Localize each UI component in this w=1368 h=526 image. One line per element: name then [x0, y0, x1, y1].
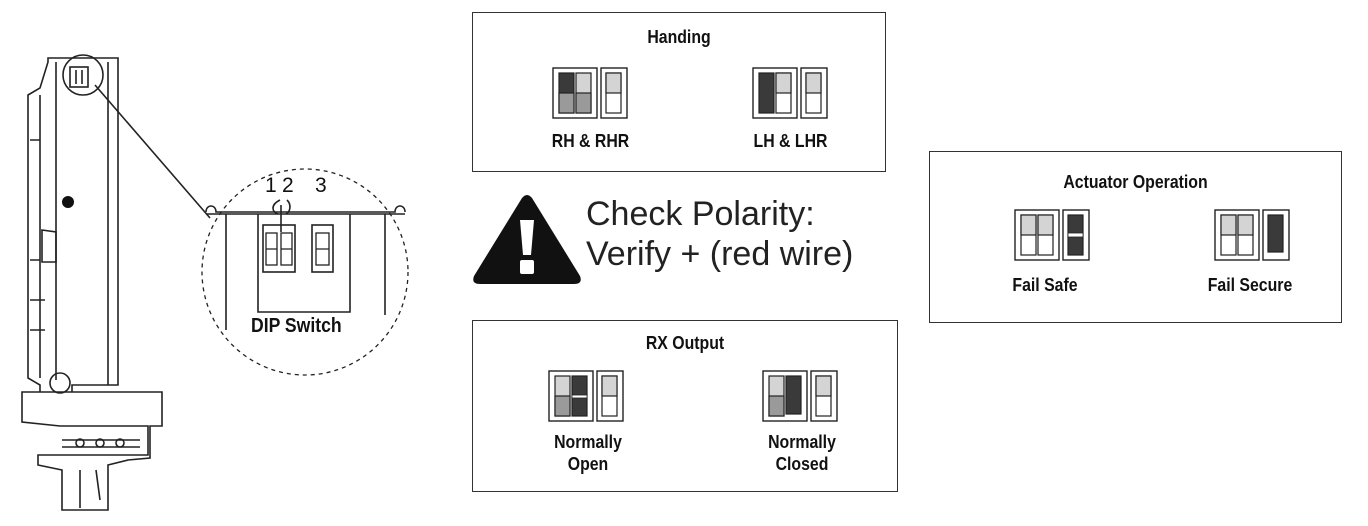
rx-option-open: Normally Open [531, 431, 645, 475]
actuator-switches [1014, 209, 1290, 261]
actuator-title: Actuator Operation [1063, 172, 1208, 192]
magnifier-circle [201, 168, 409, 376]
handing-title: Handing [647, 27, 711, 47]
rx-output-switches [548, 370, 838, 422]
rx-option-open-line2: Open [567, 454, 609, 474]
handing-switches [552, 67, 828, 119]
rx-option-closed-line2: Closed [775, 454, 829, 474]
mount-hole [62, 196, 74, 208]
switch-number-3: 3 [315, 174, 327, 197]
warning-line-1: Check Polarity: [586, 195, 815, 233]
device-illustration [21, 54, 409, 511]
handing-panel: Handing RH & RHR LH & LHR [472, 12, 886, 172]
actuator-panel: Actuator Operation Fail Safe Fail Secure [929, 151, 1342, 323]
warning-line-2: Verify + (red wire) [586, 235, 854, 273]
switch-number-1: 1 [265, 174, 277, 197]
rx-option-open-line1: Normally [554, 432, 622, 452]
actuator-option-fail-safe: Fail Safe [1012, 275, 1078, 295]
rx-option-closed-line1: Normally [768, 432, 836, 452]
handing-option-rh: RH & RHR [551, 131, 630, 151]
rx-option-closed: Normally Closed [745, 431, 859, 475]
switch-number-2: 2 [282, 174, 294, 197]
actuator-option-fail-secure: Fail Secure [1207, 275, 1293, 295]
dip-switch-label: DIP Switch [251, 315, 342, 337]
rx-output-title: RX Output [645, 333, 725, 353]
rx-output-panel: RX Output Normally Open Normally Closed [472, 320, 898, 492]
warning-icon [473, 195, 581, 284]
handing-option-lh: LH & LHR [753, 131, 828, 151]
